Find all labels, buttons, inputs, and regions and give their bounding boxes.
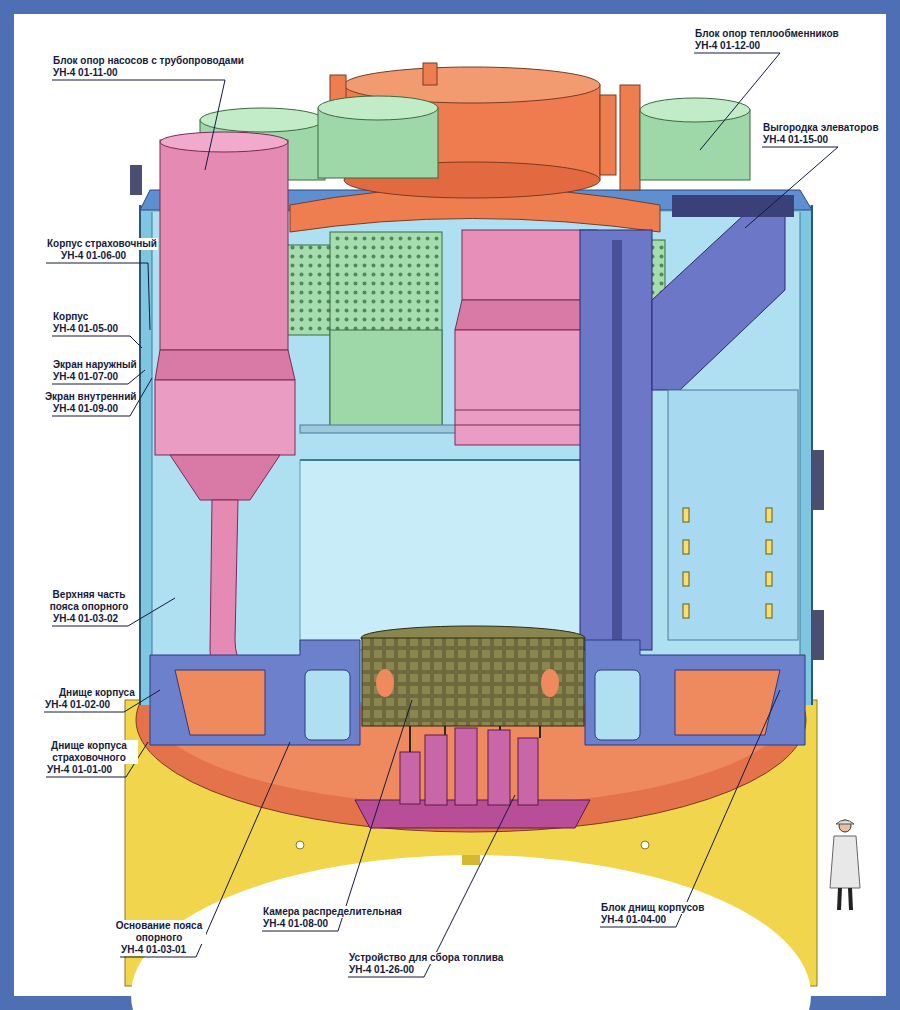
part-name: Устройство для сбора топлива [348,952,504,964]
part-name: Корпус страховочный [46,238,158,250]
part-code: УН-4 01-26-00 [348,964,415,976]
part-code: УН-4 01-12-00 [694,40,761,52]
part-name: Блок днищ корпусов [600,902,705,914]
part-name: Днище корпуса [58,687,136,699]
part-code: УН-4 01-11-00 [52,67,119,79]
part-code: УН-4 01-03-02 [52,613,119,625]
part-code: УН-4 01-15-00 [762,134,829,146]
part-code: УН-4 01-02-00 [44,699,111,711]
part-name: Блок опор теплообменников [694,28,840,40]
part-name: Экран наружный [52,359,138,371]
part-code: УН-4 01-07-00 [52,371,119,383]
part-name: Днище корпуса страховочного [40,740,138,764]
part-code: УН-4 01-01-00 [46,764,113,776]
part-name: Выгородка элеваторов [762,122,880,134]
part-code: УН-4 01-06-00 [60,250,127,262]
part-name: Блок опор насосов с трубопроводами [52,55,245,67]
part-name: Корпус [52,311,89,323]
part-code: УН-4 01-09-00 [52,403,119,415]
part-code: УН-4 01-08-00 [262,918,329,930]
part-code: УН-4 01-05-00 [52,323,119,335]
part-code: УН-4 01-04-00 [600,914,667,926]
part-name: Верхняя часть пояса опорного [44,589,134,613]
part-name: Основание пояса опорного [112,920,206,944]
part-name: Камера распределительная [262,906,403,918]
part-code: УН-4 01-03-01 [120,944,187,956]
part-name: Экран внутренний [44,391,137,403]
person-figure [830,820,860,910]
